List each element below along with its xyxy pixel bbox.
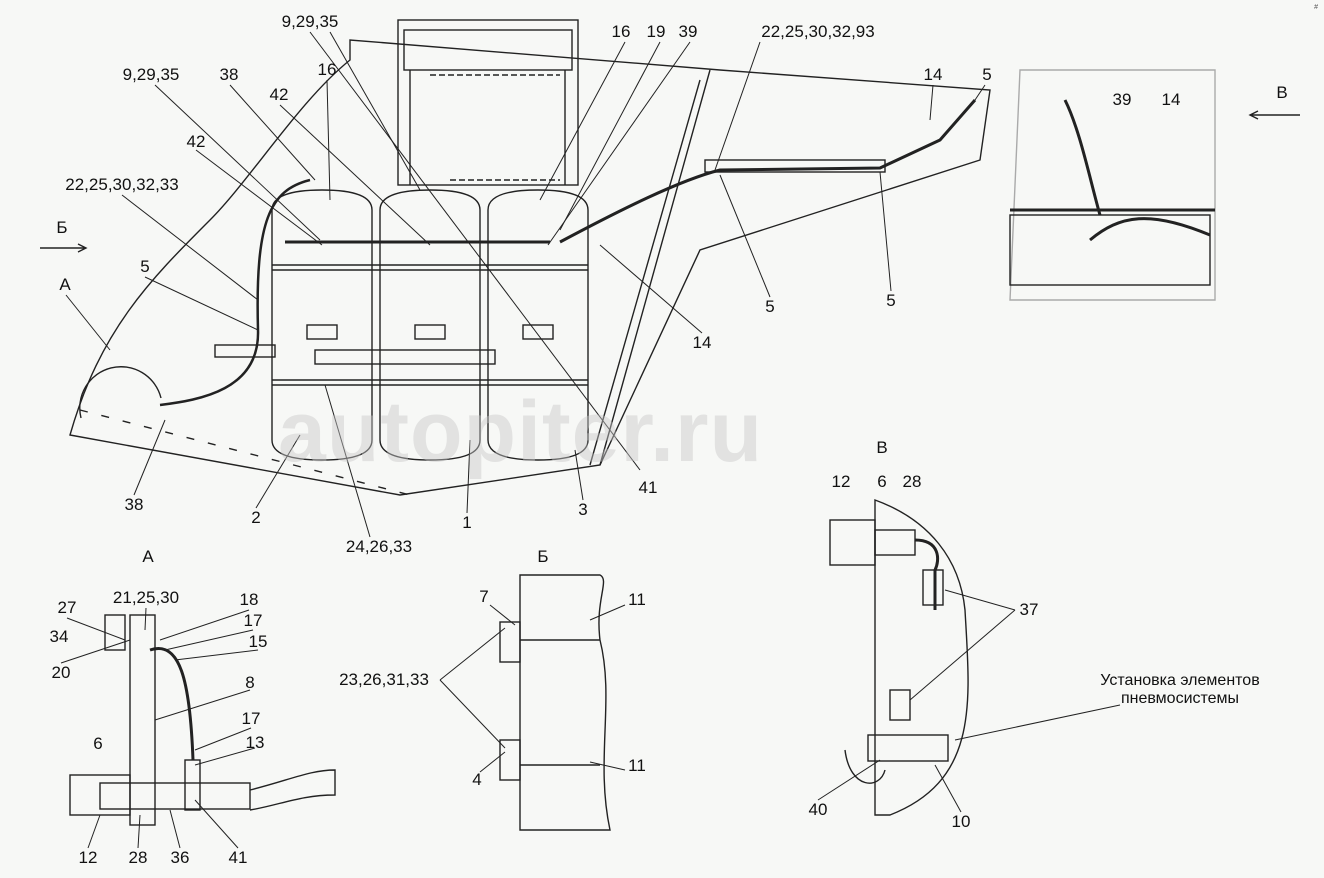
callout: 23,26,31,33 [339, 670, 429, 689]
air-tank-3 [487, 189, 589, 461]
callout: 37 [1019, 600, 1039, 619]
callout: 6 [877, 472, 887, 491]
callout: 12 [831, 472, 851, 491]
inset-view-v [1009, 69, 1300, 301]
callout: 20 [51, 663, 71, 682]
callout: 14 [923, 65, 943, 84]
callout: 5 [886, 291, 896, 310]
callout: 41 [638, 478, 658, 497]
callout: 39 [1112, 90, 1132, 109]
callout: 15 [248, 632, 268, 651]
note-line-1: Установка элементов [1100, 672, 1260, 689]
view-a [60, 607, 336, 849]
callout: 16 [317, 60, 337, 79]
callout: 5 [982, 65, 992, 84]
callout: 19 [646, 22, 666, 41]
view-marker: А [59, 275, 71, 294]
view-b [439, 574, 626, 831]
callout: 1 [462, 513, 472, 532]
air-tank-1 [379, 189, 481, 461]
callout: 14 [1161, 90, 1181, 109]
view-marker: Б [56, 218, 68, 237]
callout: 11 [628, 590, 646, 609]
callout: 40 [808, 800, 828, 819]
callout: 28 [902, 472, 922, 491]
view-title: Б [537, 547, 549, 566]
view-title: А [142, 547, 154, 566]
callout: 21,25,30 [112, 588, 180, 607]
corner-mark: # [1314, 4, 1318, 11]
callout: 4 [472, 770, 482, 789]
callout: 36 [170, 848, 190, 867]
callout: 12 [78, 848, 98, 867]
callout: 41 [228, 848, 248, 867]
callout: 9,29,35 [122, 65, 180, 84]
callout: 5 [140, 257, 150, 276]
callout: 17 [241, 709, 261, 728]
callout: 13 [245, 733, 265, 752]
callout: 22,25,30,32,33 [65, 175, 179, 194]
callout: 9,29,35 [281, 12, 339, 31]
callout: 39 [678, 22, 698, 41]
detail-a-circle [79, 366, 162, 419]
callout: 24,26,33 [345, 537, 413, 556]
callout: 14 [692, 333, 712, 352]
callout: 3 [578, 500, 588, 519]
callout: 5 [765, 297, 775, 316]
view-marker: В [1276, 83, 1288, 102]
callout: 17 [243, 611, 263, 630]
callout: 18 [239, 590, 259, 609]
watermark: autopiter.ru [278, 384, 764, 480]
callout: 8 [245, 673, 255, 692]
callout: 27 [57, 598, 77, 617]
air-tank-2 [271, 189, 373, 461]
note-line-2: пневмосистемы [1120, 690, 1240, 707]
callout: 11 [628, 756, 646, 775]
callout: 38 [124, 495, 144, 514]
callout: 7 [479, 587, 489, 606]
callout: 34 [49, 627, 69, 646]
view-v-detail [817, 499, 1121, 816]
callout: 16 [611, 22, 631, 41]
callout: 22,25,30,32,93 [761, 22, 875, 41]
callout: 38 [219, 65, 239, 84]
callout: 10 [951, 812, 971, 831]
callout: 42 [269, 85, 289, 104]
callout: 28 [128, 848, 148, 867]
callout: 2 [251, 508, 261, 527]
callout: 42 [186, 132, 206, 151]
callout: 6 [93, 734, 103, 753]
view-title: В [876, 438, 888, 457]
